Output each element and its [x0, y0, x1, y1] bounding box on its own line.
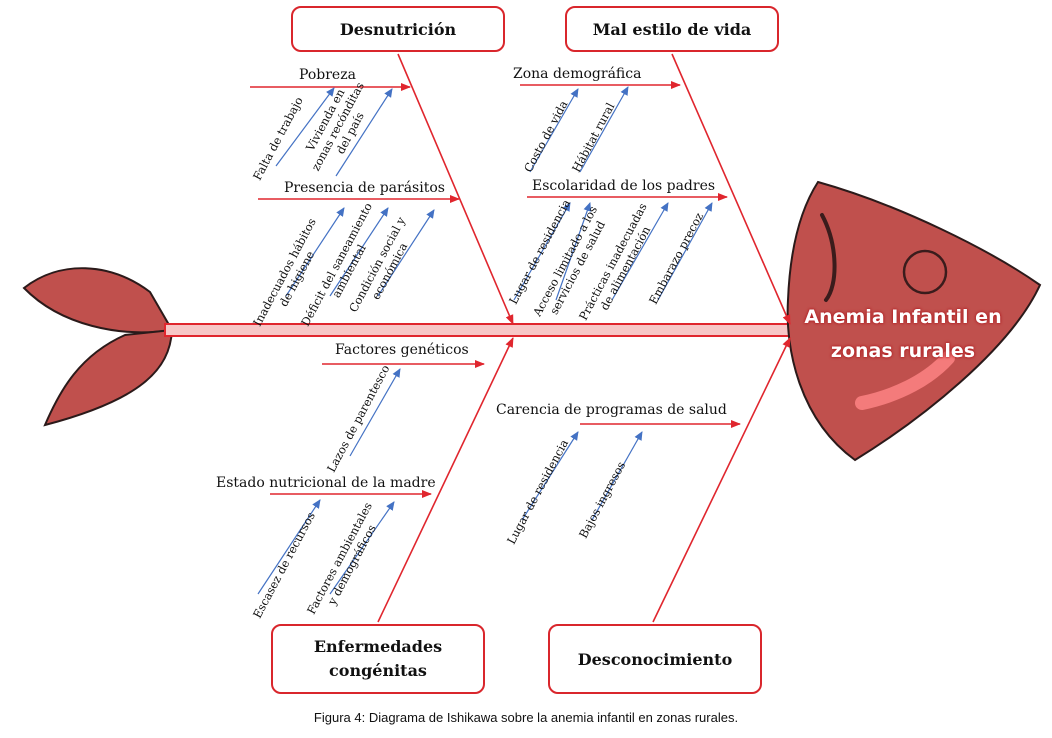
subarrow-lazos — [349, 368, 401, 457]
effect-label: Anemia Infantil en zonas rurales — [788, 300, 1018, 368]
category-desconocimiento: Desconocimiento — [548, 624, 762, 694]
cause-geneticos: Factores genéticos — [335, 342, 469, 358]
cause-zona: Zona demográfica — [513, 66, 642, 82]
subarrow-falta-trabajo — [275, 87, 335, 167]
subarrow-acceso — [555, 202, 592, 301]
subarrow-condicion — [377, 209, 435, 297]
effect-line-1: Anemia Infantil en — [804, 306, 1002, 328]
subarrow-vivienda — [335, 88, 393, 177]
category-congenitas-label-1: Enfermedades — [313, 637, 443, 656]
category-desconocimiento-label: Desconocimiento — [577, 649, 733, 669]
fish-tail-lower — [43, 328, 174, 427]
cause-pobreza: Pobreza — [299, 67, 356, 83]
cause-programas: Carencia de programas de salud — [496, 402, 727, 418]
subarrow-embarazo — [657, 202, 713, 301]
subarrow-ambientales — [329, 501, 395, 595]
subarrow-saneamiento — [329, 207, 389, 297]
subarrow-costo — [529, 88, 579, 173]
fish-mouth-highlight — [855, 351, 955, 410]
category-desnutricion-label: Desnutrición — [339, 19, 457, 39]
category-estilo-vida: Mal estilo de vida — [565, 6, 779, 52]
fish-tail-upper — [22, 267, 174, 334]
bone-desnutricion — [397, 53, 514, 325]
bone-desconocimiento — [652, 337, 791, 623]
cause-nutricional: Estado nutricional de la madre — [216, 475, 436, 491]
figure-caption: Figura 4: Diagrama de Ishikawa sobre la … — [313, 710, 739, 725]
category-estilo-vida-label: Mal estilo de vida — [592, 19, 752, 39]
subarrow-escasez — [257, 499, 321, 595]
fish-head — [786, 180, 1042, 462]
category-congenitas-label-2: congénitas — [329, 661, 427, 680]
cause-escolaridad: Escolaridad de los padres — [532, 178, 716, 194]
subarrow-habitos — [285, 207, 345, 297]
bone-congenitas — [377, 337, 514, 623]
bone-estilo-vida — [671, 53, 791, 325]
fish-gill — [820, 213, 837, 302]
category-desnutricion: Desnutrición — [291, 6, 505, 52]
subarrow-lugar-2 — [521, 431, 579, 521]
subarrow-habitat — [579, 86, 629, 173]
fish-eye — [902, 249, 948, 295]
subarrow-practicas — [611, 202, 669, 301]
category-congenitas: Enfermedades congénitas — [271, 624, 485, 694]
subarrow-lugar — [513, 202, 571, 301]
effect-line-2: zonas rurales — [830, 340, 976, 362]
cause-parasitos: Presencia de parásitos — [284, 180, 445, 196]
subarrow-ingresos — [591, 431, 643, 521]
